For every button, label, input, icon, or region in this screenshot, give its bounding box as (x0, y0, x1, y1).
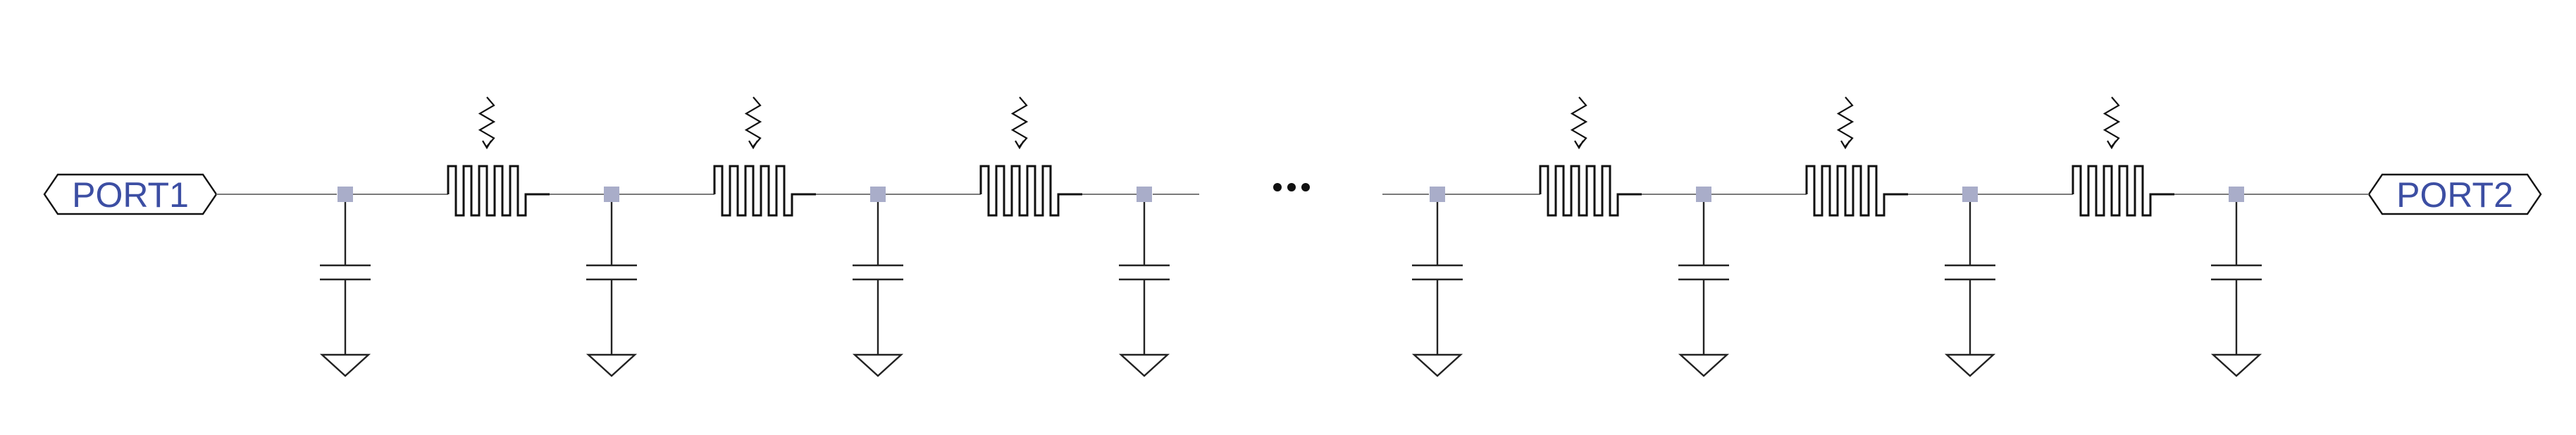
junction-node (1137, 187, 1152, 202)
shunt-capacitor (1944, 201, 1996, 377)
shunt-capacitor (852, 201, 904, 377)
junction-node (1962, 187, 1978, 202)
arrow-head-icon (1574, 140, 1584, 150)
series-inductor (353, 96, 604, 217)
inductor-group (353, 96, 2229, 217)
series-inductor (1445, 96, 1696, 217)
ground-icon (319, 353, 371, 377)
ground-icon (1411, 353, 1463, 377)
inductor-meander (979, 165, 1082, 217)
ground-icon (2210, 353, 2262, 377)
inductor-meander (447, 165, 550, 217)
ellipsis-dot (1273, 183, 1282, 191)
ground-icon (1678, 353, 1730, 377)
arrow-head-icon (1015, 140, 1024, 150)
shunt-capacitor (1118, 201, 1170, 377)
ground-icon (852, 353, 904, 377)
junction-node (870, 187, 886, 202)
ellipsis-dot (1287, 183, 1296, 191)
ellipsis (1273, 183, 1310, 191)
ground-icon (586, 353, 638, 377)
inductor-meander (1539, 165, 1642, 217)
inductor-meander (2072, 165, 2174, 217)
inductor-meander (1805, 165, 1908, 217)
shunt-capacitor (1678, 201, 1730, 377)
node-group (338, 187, 2244, 202)
junction-node (604, 187, 619, 202)
shunt-capacitor (586, 201, 638, 377)
junction-node (1696, 187, 1711, 202)
junction-node (2229, 187, 2244, 202)
inductor-zigzag-arrow (1010, 96, 1029, 147)
port2-label: PORT2 (2396, 175, 2513, 215)
port2: PORT2 (2367, 173, 2542, 215)
inductor-zigzag-arrow (744, 96, 762, 147)
port1-label: PORT1 (72, 175, 189, 215)
inductor-zigzag-arrow (1570, 96, 1588, 147)
shunt-capacitor (319, 201, 371, 377)
inductor-meander (713, 165, 816, 217)
port1: PORT1 (43, 173, 218, 215)
ground-icon (1944, 353, 1996, 377)
series-inductor (886, 96, 1137, 217)
shunt-group (319, 201, 2262, 377)
arrow-head-icon (482, 140, 492, 150)
shunt-capacitor (2210, 201, 2262, 377)
arrow-head-icon (2107, 140, 2117, 150)
arrow-head-icon (1840, 140, 1850, 150)
ground-icon (1118, 353, 1170, 377)
series-inductor (1978, 96, 2229, 217)
port2-shape (2367, 173, 2542, 215)
junction-node (338, 187, 353, 202)
inductor-zigzag-arrow (1836, 96, 1854, 147)
junction-node (1430, 187, 1445, 202)
inductor-zigzag-arrow (478, 96, 496, 147)
shunt-capacitor (1411, 201, 1463, 377)
ellipsis-dot (1301, 183, 1310, 191)
series-inductor (619, 96, 870, 217)
arrow-head-icon (748, 140, 758, 150)
series-inductor (1711, 96, 1962, 217)
inductor-zigzag-arrow (2103, 96, 2121, 147)
